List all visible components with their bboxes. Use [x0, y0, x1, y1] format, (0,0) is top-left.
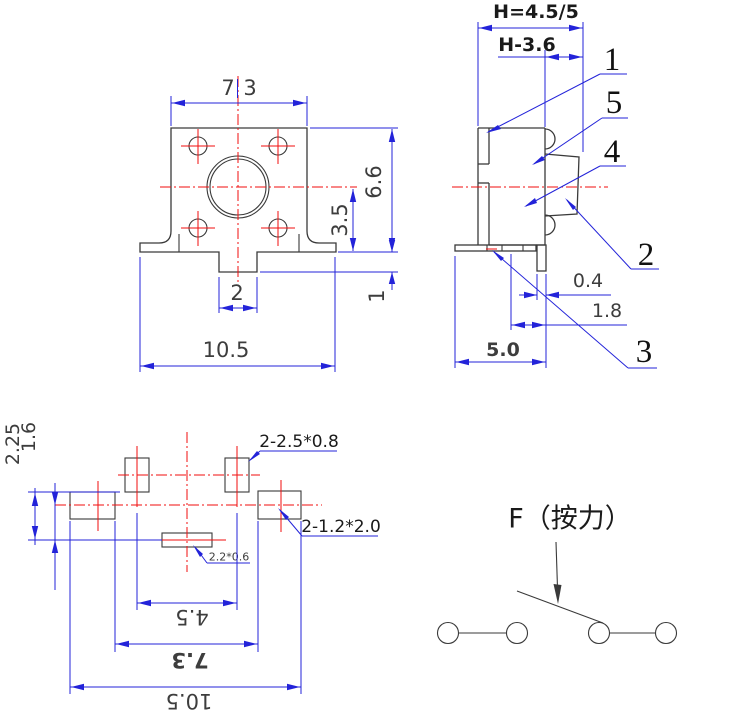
footprint-centerlines — [55, 432, 322, 572]
dim-text-H: H=4.5/5 — [493, 1, 579, 23]
terminal-circle-4 — [654, 621, 678, 645]
dim-text-1.8: 1.8 — [592, 300, 622, 322]
dim-text-3.5: 3.5 — [328, 203, 352, 236]
dim-body-height: 6.6 — [310, 127, 398, 253]
dim-stem-width: 2 — [218, 277, 258, 313]
dim-text-10.5: 10.5 — [203, 338, 250, 362]
part-callout-5: 5 — [532, 85, 628, 165]
front-view: 7 3 6.6 3.5 2 — [139, 76, 398, 372]
dim-text-6.6: 6.6 — [362, 165, 386, 198]
dim-text-2: 2 — [230, 281, 243, 305]
dim-text-H-3.6: H-3.6 — [498, 34, 555, 56]
dim-text-0.4: 0.4 — [573, 270, 603, 292]
dim-width-top: 7 3 — [170, 76, 308, 126]
dim-text-footprint-10.5: 10.5 — [166, 689, 213, 713]
terminal-circle-3 — [587, 621, 611, 645]
part-callout-3: 3 — [492, 250, 657, 370]
dim-text-1.6: 1.6 — [18, 422, 40, 452]
dim-row-to-slot: 2.25 — [2, 423, 162, 545]
dim-large-pad-gap: 7.3 — [114, 521, 259, 672]
dim-overall-span: 10.5 — [69, 521, 302, 713]
large-pad-right — [257, 490, 302, 520]
footprint-view: 2.25 1.6 2-2.5*0.8 2-1.2*2.0 2.2*0.6 — [2, 422, 381, 713]
solder-pads — [69, 457, 302, 548]
dim-upper-height: H-3.6 — [498, 34, 583, 127]
dim-base-depth: 5.0 — [454, 256, 546, 368]
part-callout-1: 1 — [486, 42, 627, 133]
switch-body-outline — [139, 127, 337, 273]
dim-stem-height: 1 — [260, 236, 398, 303]
part-number-4: 4 — [604, 134, 621, 170]
part-number-2: 2 — [638, 237, 655, 273]
side-view: H=4.5/5 H-3.6 1 5 4 — [452, 1, 659, 370]
dim-text-7.3: 7.3 — [171, 648, 208, 672]
switch-contacts — [436, 590, 678, 645]
front-centerlines — [160, 76, 357, 283]
dim-text-7: 7 — [221, 76, 234, 100]
dim-overall-width: 10.5 — [139, 257, 336, 372]
label-text-small-pads: 2-2.5*0.8 — [259, 432, 339, 452]
schematic-view: F（按力） — [436, 504, 678, 645]
label-text-center-slot: 2.2*0.6 — [209, 551, 250, 564]
part-number-5: 5 — [606, 85, 623, 121]
side-base-pin — [454, 244, 547, 272]
dim-center-to-base: 3.5 — [328, 189, 357, 251]
dim-text-3: 3 — [243, 76, 256, 100]
dim-pin-offset: 1.8 — [510, 254, 627, 330]
dim-text-1: 1 — [365, 289, 389, 302]
side-button — [544, 153, 580, 217]
dim-center-to-slot: 1.6 — [18, 422, 59, 590]
dim-text-4.5: 4.5 — [175, 605, 208, 629]
terminal-circle-1 — [436, 621, 460, 645]
dim-text-2.25: 2.25 — [2, 423, 24, 465]
dim-text-5.0: 5.0 — [486, 339, 520, 361]
press-arrow — [553, 541, 562, 604]
dim-small-pad-pitch: 4.5 — [136, 513, 238, 629]
label-center-slot: 2.2*0.6 — [193, 545, 250, 564]
part-number-1: 1 — [604, 42, 621, 78]
force-label: F（按力） — [508, 504, 632, 535]
part-callout-4: 4 — [524, 134, 626, 207]
part-number-3: 3 — [636, 334, 653, 370]
terminal-circle-2 — [505, 621, 529, 645]
dim-pin-thickness: 0.4 — [519, 270, 611, 368]
label-large-pads: 2-1.2*2.0 — [278, 508, 381, 537]
label-small-pads: 2-2.5*0.8 — [248, 432, 339, 462]
lever-line — [516, 590, 604, 624]
label-text-large-pads: 2-1.2*2.0 — [301, 517, 381, 537]
part-callout-2: 2 — [565, 198, 659, 273]
